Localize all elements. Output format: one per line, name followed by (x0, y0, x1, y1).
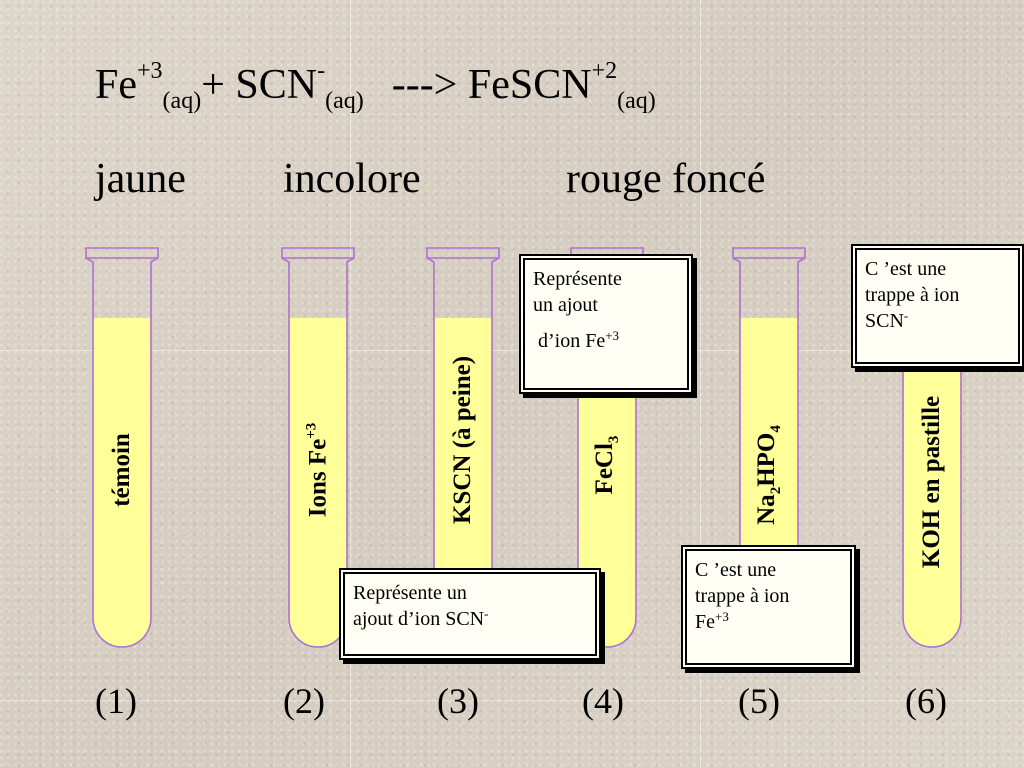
tube-label-na2hpo4: Na2HPO4 (753, 425, 784, 525)
tube-number-2: (2) (283, 681, 325, 721)
tube-number-3: (3) (437, 681, 479, 721)
reactant-fe: Fe (95, 62, 137, 108)
product-state: (aq) (617, 88, 656, 114)
note-scn-trap: C ’est une trappe à ion SCN- (851, 244, 1024, 368)
tube-label-fe-ions: Ions Fe+3 (303, 422, 332, 518)
product-fescn: FeSCN (467, 62, 592, 108)
tube-number-5: (5) (738, 681, 780, 721)
reactant-fe-state: (aq) (162, 88, 202, 114)
tube-label-kscn: KSCN (à peine) (449, 355, 476, 525)
background-grid-line (0, 700, 1024, 701)
note-fe-addition: Représente un ajout d’ion Fe+3 (519, 254, 693, 394)
background-grid-line (0, 350, 1024, 351)
color-label-rouge: rouge foncé (566, 156, 766, 202)
tube-label-fecl3: FeCl3 (591, 435, 622, 495)
reactant-scn-state: (aq) (325, 88, 364, 114)
tube-number-1: (1) (95, 681, 137, 721)
color-label-jaune: jaune (95, 156, 186, 202)
note-scn-addition: Représente un ajout d’ion SCN- (339, 568, 601, 660)
color-label-incolore: incolore (283, 156, 421, 202)
product-charge: +2 (591, 58, 618, 84)
tube-label-temoin: témoin (108, 433, 135, 507)
tube-label-koh: KOH en pastille (918, 395, 945, 569)
background-grid-line (350, 0, 351, 768)
reaction-arrow: ---> (391, 62, 458, 108)
tube-number-6: (6) (905, 681, 947, 721)
tube-number-4: (4) (582, 681, 624, 721)
note-fe-trap: C ’est une trappe à ion Fe+3 (681, 545, 856, 669)
background-grid-line (700, 0, 701, 768)
reactant-scn-charge: - (317, 58, 326, 84)
reactant-fe-charge: +3 (137, 58, 163, 84)
reactant-scn: + SCN (201, 62, 318, 108)
reaction-equation: Fe+3(aq)+ SCN-(aq)---> FeSCN+2(aq) (95, 58, 656, 115)
